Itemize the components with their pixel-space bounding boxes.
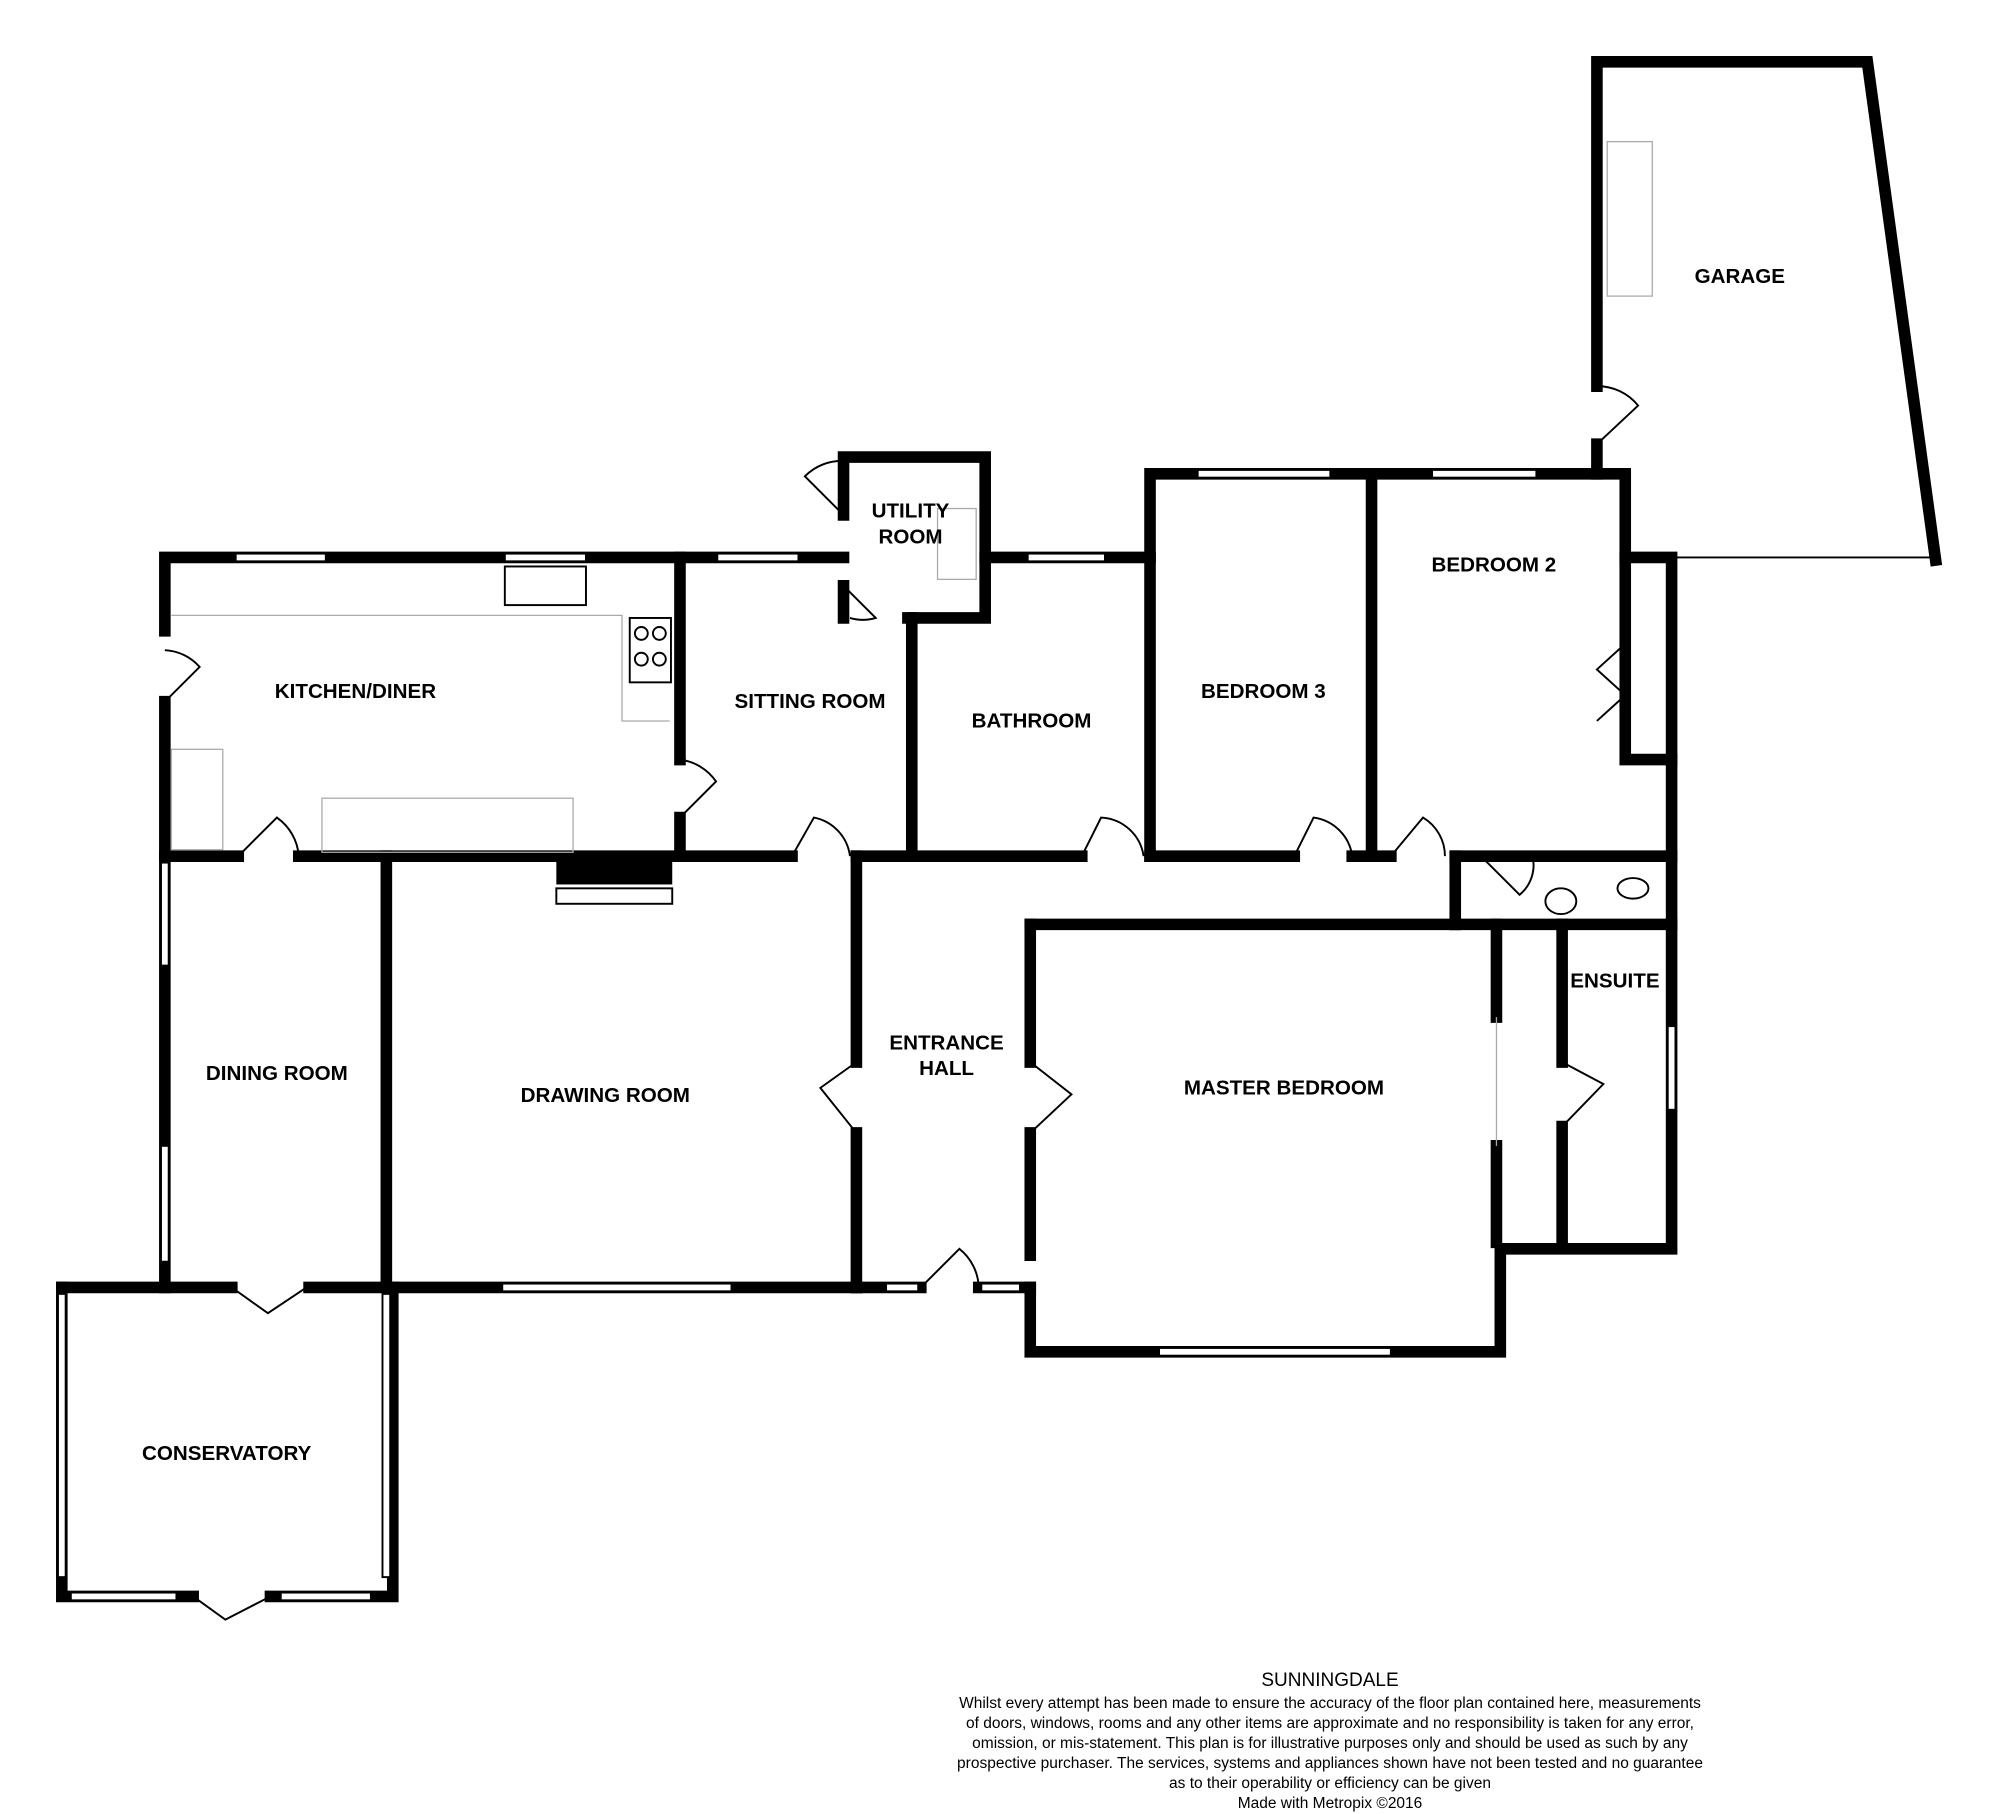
disclaimer-line: as to their operability or efficiency ca… — [1169, 1775, 1491, 1792]
label-entrance-line2: HALL — [919, 1057, 974, 1080]
windows — [56, 468, 1677, 1602]
doors — [164, 385, 1640, 1621]
property-name: SUNNINGDALE — [1261, 1670, 1399, 1691]
footer: SUNNINGDALE Whilst every attempt has bee… — [880, 1668, 1780, 1814]
label-dining-room: DINING ROOM — [206, 1062, 348, 1085]
label-bathroom: BATHROOM — [972, 709, 1092, 732]
label-utility-line2: ROOM — [878, 525, 942, 548]
room-labels: GARAGE UTILITY ROOM BEDROOM 2 KITCHEN/DI… — [142, 265, 1785, 1465]
fixtures — [170, 140, 1653, 916]
disclaimer-line: Whilst every attempt has been made to en… — [959, 1695, 1701, 1712]
label-master-bedroom: MASTER BEDROOM — [1184, 1076, 1384, 1099]
disclaimer-line: omission, or mis-statement. This plan is… — [972, 1735, 1688, 1752]
label-garage: GARAGE — [1695, 265, 1785, 288]
label-bedroom-3: BEDROOM 3 — [1201, 680, 1326, 703]
label-utility-line1: UTILITY — [872, 500, 950, 523]
label-kitchen: KITCHEN/DINER — [275, 680, 436, 703]
disclaimer-line: of doors, windows, rooms and any other i… — [965, 1715, 1694, 1732]
label-conservatory: CONSERVATORY — [142, 1442, 312, 1465]
walls — [56, 56, 1943, 1603]
disclaimer-line: prospective purchaser. The services, sys… — [957, 1755, 1703, 1772]
label-drawing-room: DRAWING ROOM — [521, 1084, 690, 1107]
label-bedroom-2: BEDROOM 2 — [1432, 554, 1557, 577]
credit: Made with Metropix ©2016 — [1237, 1795, 1423, 1812]
label-ensuite: ENSUITE — [1570, 969, 1659, 992]
label-entrance-line1: ENTRANCE — [889, 1031, 1003, 1054]
label-sitting-room: SITTING ROOM — [735, 690, 886, 713]
